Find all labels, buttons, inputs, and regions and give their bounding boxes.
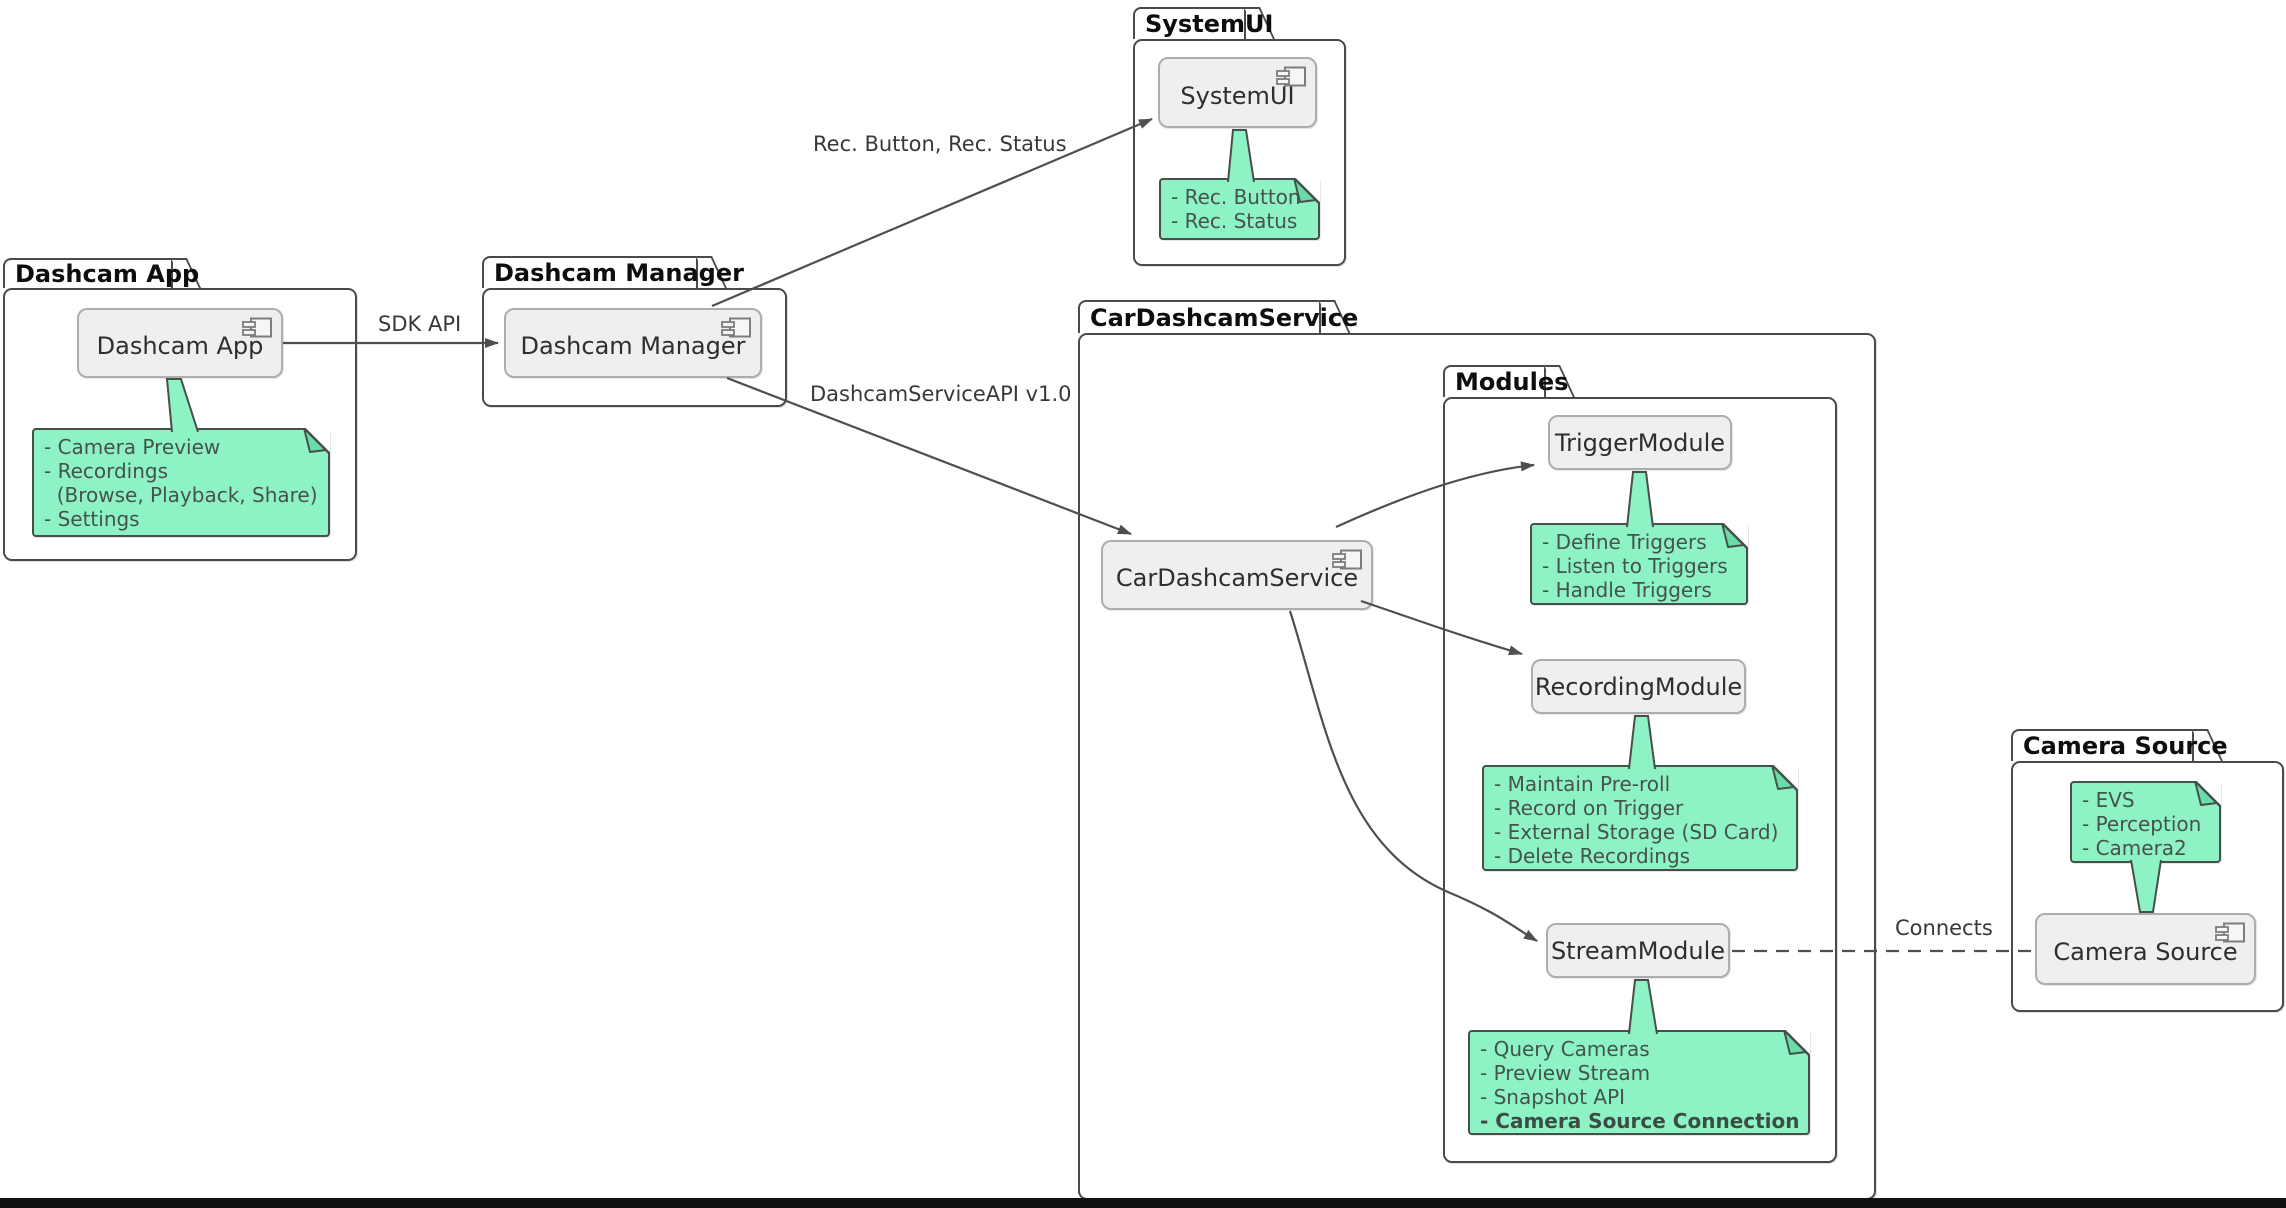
component-icon [2215, 922, 2245, 943]
package-dashcam-manager-tab: Dashcam Manager [482, 256, 744, 288]
component-triggermodule: TriggerModule [1548, 415, 1732, 470]
note-fold-icon [1771, 765, 1798, 792]
note-line: - Perception [2082, 812, 2202, 836]
component-label: Dashcam Manager [520, 332, 746, 360]
note-dashcam-app: - Camera Preview - Recordings (Browse, P… [32, 428, 330, 537]
note-line: - External Storage (SD Card) [1494, 820, 1779, 844]
component-label: SystemUI [1180, 81, 1295, 110]
note-line: - Handle Triggers [1542, 578, 1712, 602]
note-line: - Maintain Pre-roll [1494, 772, 1671, 796]
note-line: - Query Cameras [1480, 1037, 1650, 1061]
note-line: - Camera Source Connection [1480, 1109, 1800, 1133]
note-line: - Settings [44, 507, 140, 531]
note-streammodule: - Query Cameras - Preview Stream - Snaps… [1468, 1030, 1810, 1135]
note-line: - EVS [2082, 788, 2135, 812]
note-line: - Rec. Button [1171, 185, 1301, 209]
note-fold-icon [303, 428, 330, 455]
component-streammodule: StreamModule [1546, 923, 1730, 978]
component-systemui: SystemUI [1158, 57, 1317, 128]
component-icon [1276, 66, 1306, 87]
component-recordingmodule: RecordingModule [1531, 659, 1746, 714]
note-line: - Listen to Triggers [1542, 554, 1728, 578]
component-icon [721, 317, 751, 338]
package-systemui-title: SystemUI [1145, 10, 1274, 38]
note-line: - Define Triggers [1542, 530, 1707, 554]
note-line: (Browse, Playback, Share) [44, 483, 318, 507]
edge-label-connects: Connects [1895, 916, 1993, 940]
note-line: - Snapshot API [1480, 1085, 1626, 1109]
component-label: StreamModule [1550, 936, 1726, 965]
package-dashcam-manager-title: Dashcam Manager [494, 259, 744, 287]
note-fold-icon [1293, 178, 1320, 205]
note-line: - Recordings [44, 459, 169, 483]
package-camera-source-title: Camera Source [2023, 732, 2228, 760]
window-bottom-edge [0, 1198, 2286, 1208]
note-line: - Delete Recordings [1494, 844, 1691, 868]
note-fold-icon [1721, 523, 1748, 550]
note-line: - Camera2 [2082, 836, 2187, 860]
component-dashcam-app: Dashcam App [77, 308, 283, 378]
note-line: - Rec. Status [1171, 209, 1298, 233]
component-label: TriggerModule [1554, 428, 1726, 457]
component-label: CarDashcamService [1115, 564, 1359, 592]
package-cardashcamservice-title: CarDashcamService [1090, 303, 1359, 332]
package-dashcam-app-tab: Dashcam App [3, 258, 199, 288]
note-fold-icon [2194, 781, 2221, 808]
component-icon [1332, 549, 1362, 570]
note-camera-source: - EVS - Perception - Camera2 [2070, 781, 2221, 863]
package-modules-tab: Modules [1443, 365, 1568, 397]
component-dashcam-manager: Dashcam Manager [504, 308, 762, 378]
note-line: - Preview Stream [1480, 1061, 1651, 1085]
edge-label-dashcamserviceapi: DashcamServiceAPI v1.0 [810, 382, 1072, 406]
component-icon [242, 317, 272, 338]
package-modules-title: Modules [1455, 368, 1569, 396]
edge-label-rec-button-status: Rec. Button, Rec. Status [813, 132, 1067, 156]
edge-label-sdk-api: SDK API [378, 312, 462, 336]
note-fold-icon [1783, 1030, 1810, 1057]
package-dashcam-app-title: Dashcam App [15, 260, 200, 288]
component-label: Dashcam App [96, 332, 264, 360]
component-label: RecordingModule [1534, 672, 1743, 701]
component-cardashcamservice: CarDashcamService [1101, 540, 1373, 610]
package-camera-source-tab: Camera Source [2011, 729, 2228, 761]
component-camera-source: Camera Source [2035, 913, 2256, 985]
component-label: Camera Source [2053, 938, 2238, 966]
note-triggermodule: - Define Triggers - Listen to Triggers -… [1530, 523, 1748, 605]
note-line: - Record on Trigger [1494, 796, 1684, 820]
note-line: - Camera Preview [44, 435, 221, 459]
package-systemui-tab: SystemUI [1133, 7, 1273, 39]
note-systemui: - Rec. Button - Rec. Status [1159, 178, 1320, 240]
package-cardashcamservice-tab: CarDashcamService [1078, 300, 1358, 333]
note-recordingmodule: - Maintain Pre-roll - Record on Trigger … [1482, 765, 1798, 871]
